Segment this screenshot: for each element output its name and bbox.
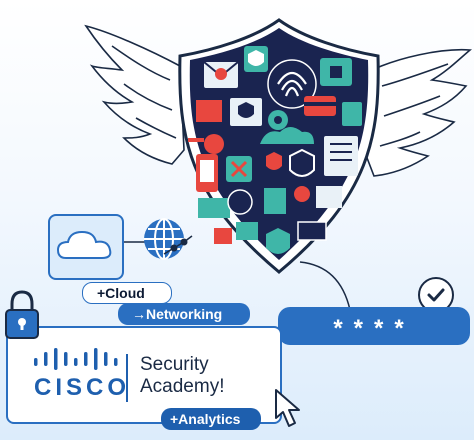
cisco-logo-text: CISCO xyxy=(34,374,131,401)
networking-button[interactable]: →Networking xyxy=(118,303,250,325)
lock-icon xyxy=(5,290,39,339)
product-line2: Academy! xyxy=(140,376,225,397)
cisco-logo-bars xyxy=(34,348,118,370)
cloud-icon xyxy=(56,230,112,259)
logo-divider xyxy=(126,354,128,402)
password-field[interactable]: **** xyxy=(278,307,470,345)
cloud-button[interactable]: +Cloud xyxy=(82,282,172,304)
check-icon xyxy=(427,288,445,302)
cursor-icon xyxy=(275,389,300,427)
analytics-button[interactable]: +Analytics xyxy=(161,408,261,430)
shield-icon xyxy=(178,18,380,274)
cloud-tile xyxy=(48,214,124,280)
connection-dots-icon xyxy=(163,235,193,255)
cisco-card xyxy=(6,326,282,424)
product-line1: Security xyxy=(140,354,209,375)
